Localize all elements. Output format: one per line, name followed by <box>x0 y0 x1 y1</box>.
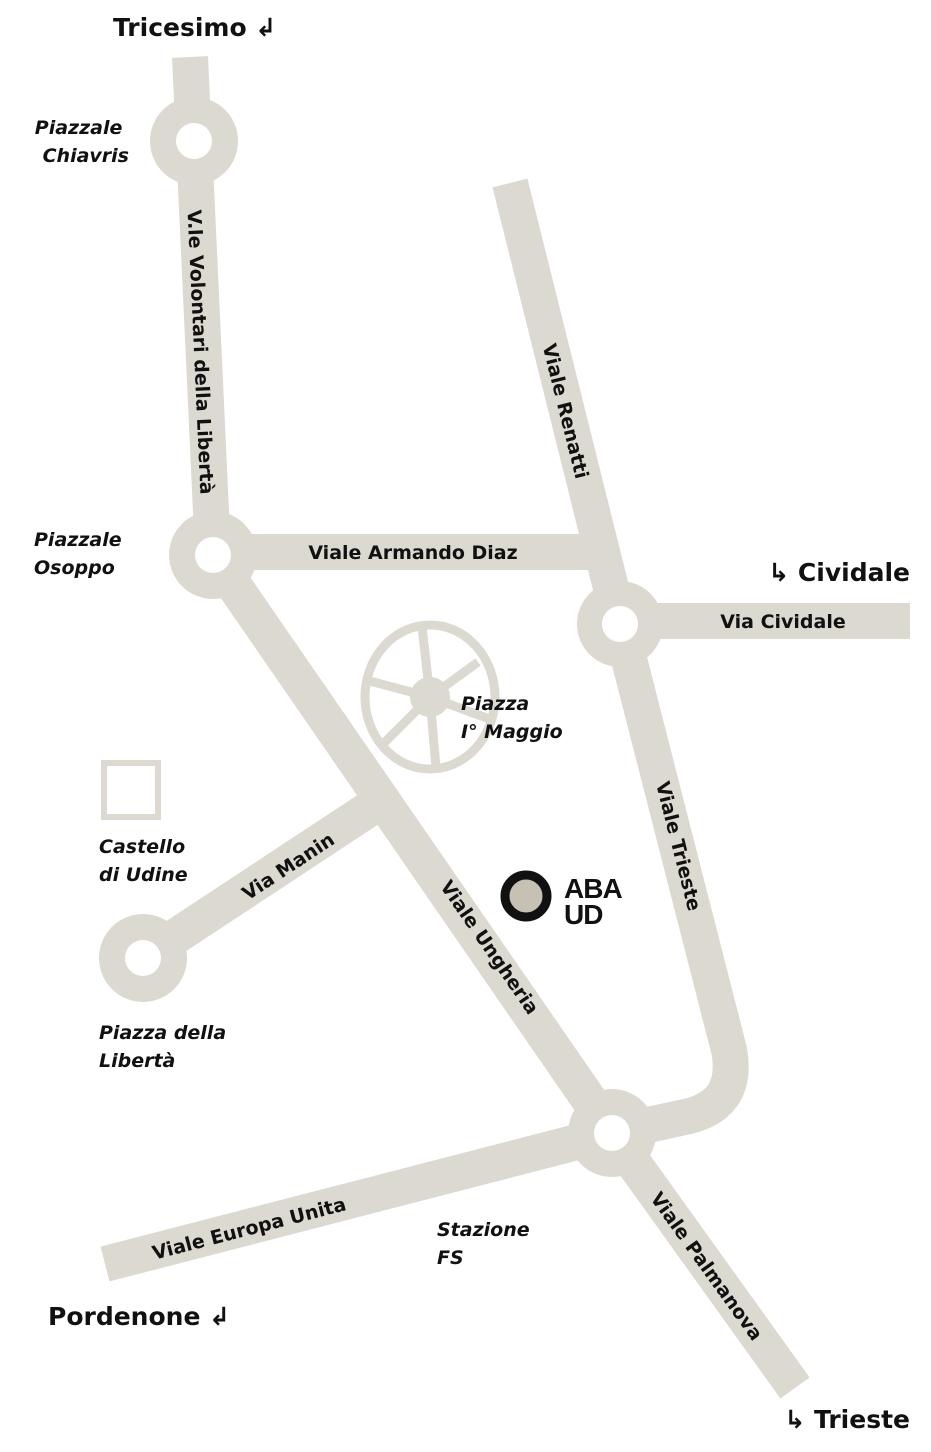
road-renatti <box>492 178 638 629</box>
road-palmanova <box>597 1122 810 1399</box>
piazza-maggio-wheel <box>360 620 500 774</box>
destination-trieste: ↳ Trieste <box>784 1405 910 1434</box>
castello-icon <box>101 760 161 820</box>
place-label-castello: Castello di Udine <box>99 836 192 886</box>
logo-line-2: UD <box>564 899 603 930</box>
place-label-osoppo: Piazzale Osoppo <box>34 529 128 579</box>
destination-labels: Tricesimo ↲ ↳ Cividale Pordenone ↲ ↳ Tri… <box>48 13 910 1434</box>
roundabout-osoppo <box>169 511 257 599</box>
roundabout-liberta <box>99 914 187 1002</box>
roundabout-chiavris <box>150 97 238 185</box>
destination-pordenone: Pordenone ↲ <box>48 1302 230 1331</box>
place-label-chiavris: Piazzale Chiavris <box>35 117 129 167</box>
road-ungheria <box>198 544 627 1144</box>
place-labels: Piazzale Chiavris Piazzale Osoppo Piazza… <box>34 117 563 1269</box>
roads <box>100 56 910 1399</box>
destination-tricesimo: Tricesimo ↲ <box>113 13 276 42</box>
street-label-palmanova: Viale Palmanova <box>646 1188 767 1344</box>
destination-cividale: ↳ Cividale <box>768 558 910 587</box>
roundabouts <box>99 97 663 1177</box>
street-label-via-cividale: Via Cividale <box>720 611 846 633</box>
place-label-maggio: Piazza I° Maggio <box>461 693 563 743</box>
street-label-diaz: Viale Armando Diaz <box>308 542 517 564</box>
place-label-stazione: Stazione FS <box>437 1219 536 1269</box>
road-europa <box>100 1115 617 1282</box>
roundabout-stazione <box>568 1089 656 1177</box>
aba-ud-marker[interactable]: ABA UD <box>500 870 623 930</box>
location-pin-icon <box>500 870 552 922</box>
roundabout-cividale <box>577 581 663 667</box>
logo-line-1: ABA <box>564 873 622 904</box>
road-manin <box>133 789 385 974</box>
place-label-liberta: Piazza della Libertà <box>99 1022 233 1072</box>
road-trieste <box>602 619 749 1151</box>
